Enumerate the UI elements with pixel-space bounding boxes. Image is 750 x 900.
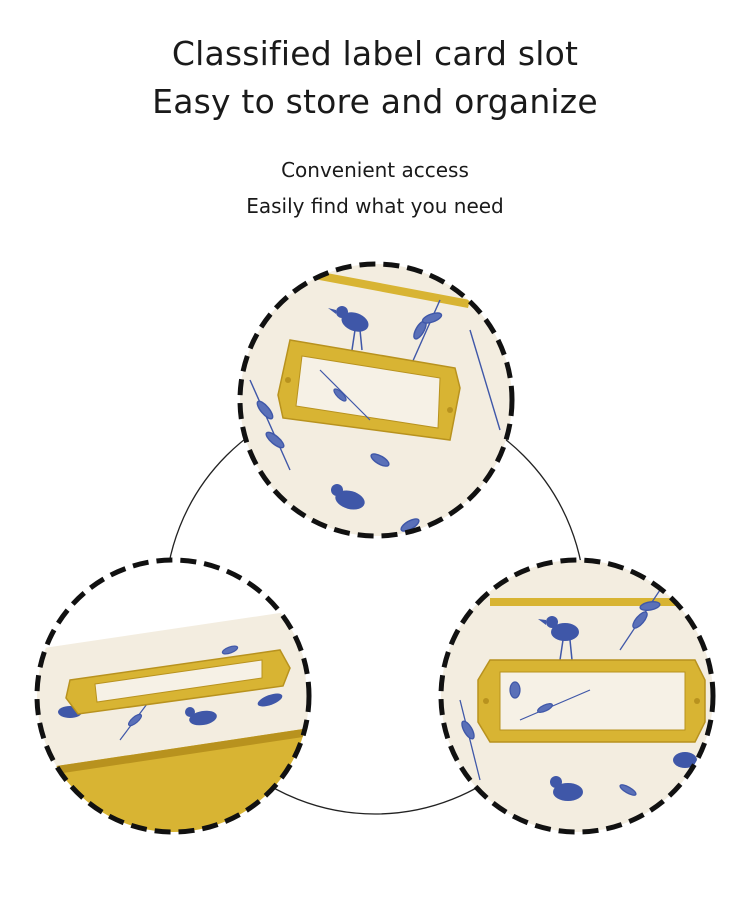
bird-illustration	[331, 484, 365, 510]
label-holder-frame	[477, 659, 706, 743]
label-holder-frame	[277, 339, 461, 441]
subheadline: Convenient access Easily find what you n…	[0, 152, 750, 224]
subheadline-line-2: Easily find what you need	[246, 194, 504, 218]
subheadline-line-1: Convenient access	[281, 158, 469, 182]
dashed-ring	[34, 557, 312, 835]
dashed-ring	[237, 261, 515, 539]
label-holder-frame	[65, 649, 291, 715]
photo-top-closeup	[237, 261, 515, 539]
headline-line-2: Easy to store and organize	[152, 82, 598, 121]
headline: Classified label card slot Easy to store…	[0, 30, 750, 126]
bird-illustration	[328, 306, 369, 351]
dashed-ring	[438, 557, 716, 835]
photo-right-closeup	[438, 557, 716, 835]
headline-line-1: Classified label card slot	[171, 34, 579, 73]
photo-left-closeup	[34, 557, 312, 835]
